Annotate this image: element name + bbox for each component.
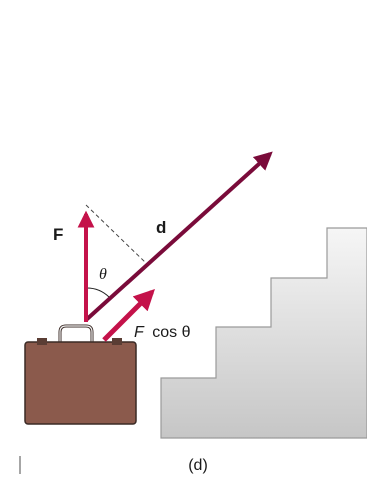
force-label: F [53,225,63,244]
briefcase [24,341,137,425]
projection-dashed-line [85,204,148,265]
angle-arc [85,287,110,298]
displacement-arrow [84,151,273,322]
displacement-label: d [156,218,166,237]
briefcase-handle [58,324,94,342]
staircase [160,227,367,439]
briefcase-latch-right [112,338,122,345]
angle-label: θ [99,266,107,283]
panel-label: (d) [188,457,208,474]
component-label: F cos θ [134,324,191,341]
force-component-arrow [102,289,155,342]
briefcase-latch-left [37,338,47,345]
